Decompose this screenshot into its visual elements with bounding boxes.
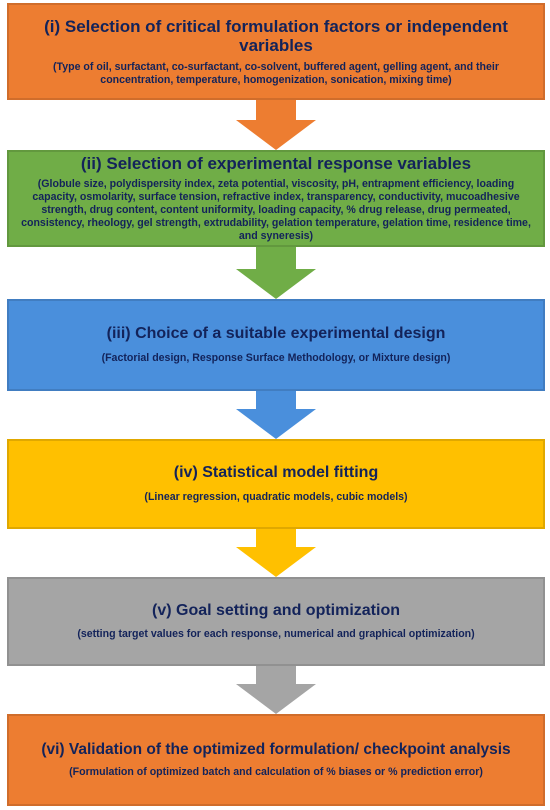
step-3-description: (Factorial design, Response Surface Meth…	[101, 351, 451, 364]
step-4-description: (Linear regression, quadratic models, cu…	[144, 490, 408, 503]
step-1-title: (i) Selection of critical formulation fa…	[44, 16, 508, 56]
step-2-title: (ii) Selection of experimental response …	[80, 154, 472, 174]
step-6-title: (vi) Validation of the optimized formula…	[41, 740, 511, 758]
step-5-title: (v) Goal setting and optimization	[152, 601, 400, 619]
arrow-2	[236, 247, 316, 299]
arrow-1	[236, 100, 316, 150]
arrow-3	[236, 391, 316, 439]
step-2-box: (ii) Selection of experimental response …	[7, 150, 545, 247]
step-3-box: (iii) Choice of a suitable experimental …	[7, 299, 545, 391]
step-5-description: (setting target values for each response…	[77, 628, 475, 641]
step-1-box: (i) Selection of critical formulation fa…	[7, 3, 545, 100]
arrow-4	[236, 529, 316, 577]
step-4-box: (iv) Statistical model fitting (Linear r…	[7, 439, 545, 529]
arrow-1-shape	[236, 100, 316, 150]
step-6-description: (Formulation of optimized batch and calc…	[69, 766, 483, 779]
arrow-5	[236, 666, 316, 714]
step-4-title: (iv) Statistical model fitting	[173, 464, 379, 482]
step-3-title: (iii) Choice of a suitable experimental …	[106, 325, 446, 343]
arrow-4-shape	[236, 529, 316, 577]
arrow-3-shape	[236, 391, 316, 439]
step-6-box: (vi) Validation of the optimized formula…	[7, 714, 545, 806]
step-2-description: (Globule size, polydispersity index, zet…	[21, 177, 531, 242]
arrow-2-shape	[236, 247, 316, 299]
arrow-5-shape	[236, 666, 316, 714]
step-5-box: (v) Goal setting and optimization (setti…	[7, 577, 545, 666]
step-1-description: (Type of oil, surfactant, co-surfactant,…	[53, 60, 499, 86]
